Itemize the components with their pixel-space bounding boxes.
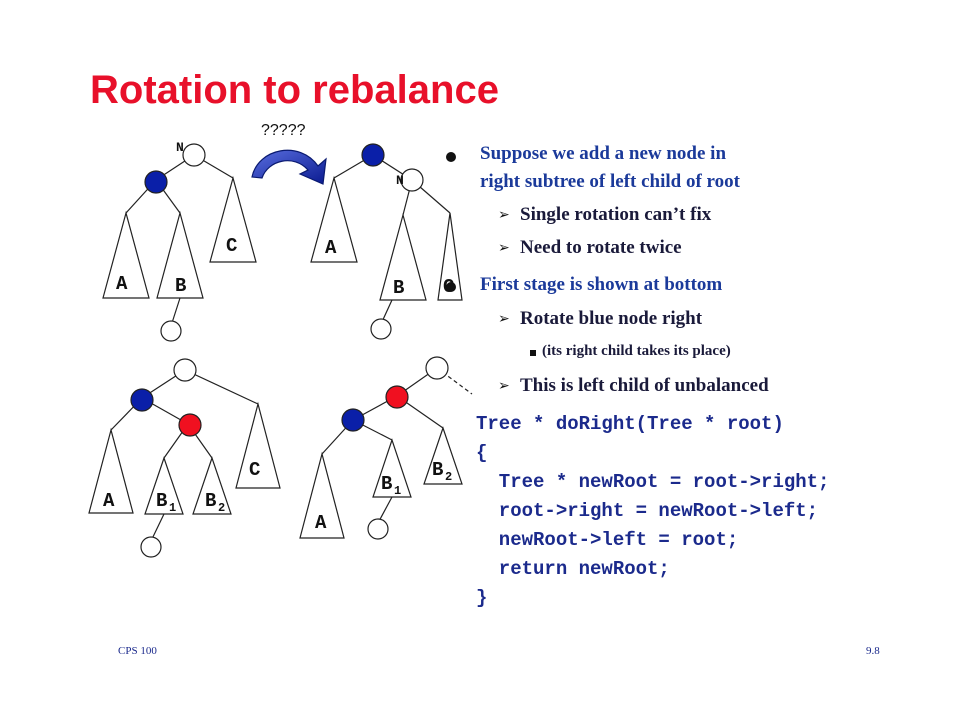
label-c: C [226,235,237,257]
root-node [400,168,424,192]
code-block: Tree * doRight(Tree * root) { Tree * new… [476,410,829,613]
code-line: { [476,442,488,464]
bullet-7: This is left child of unbalanced [520,375,769,396]
label-a: A [103,490,115,512]
subtree-a-triangle [102,210,150,299]
subtree-b2-triangle [192,456,232,515]
label-a: A [315,512,327,534]
code-line: } [476,587,488,609]
rotation-arrow [251,149,327,185]
tree-1-original [102,143,257,342]
root-node [173,358,197,382]
label-b1: B [381,473,392,495]
subtree-a-triangle [88,427,134,514]
footer-course: CPS 100 [118,645,157,657]
new-node [140,536,162,558]
label-b1: B [156,490,167,512]
root-node [182,143,206,167]
tree-2-single-rotation [310,143,463,340]
code-line: return newRoot; [476,558,670,580]
tree-4-first-stage [299,356,473,540]
bullet-3: Need to rotate twice [520,237,682,258]
bullet-4: First stage is shown at bottom [480,274,723,295]
red-node [178,413,202,437]
label-n: N [176,140,184,155]
label-b1-sub: 1 [394,484,401,498]
code-line: Tree * doRight(Tree * root) [476,413,784,435]
label-b: B [175,275,186,297]
bullet-dot [446,152,456,162]
bullet-dot [446,282,456,292]
slide-title: Rotation to rebalance [90,68,499,112]
blue-node [144,170,168,194]
subtree-c-triangle [209,175,257,263]
code-line: root->right = newRoot->left; [476,500,819,522]
new-node [367,518,389,540]
sub-bullet-arrow-icon: ➢ [498,311,510,327]
subtree-c-triangle [235,401,281,489]
label-b2: B [432,459,443,481]
bullet-2: Single rotation can’t fix [520,204,712,225]
red-node [385,385,409,409]
root-node [425,356,449,380]
label-b1-sub: 1 [169,501,176,515]
sub-bullet-arrow-icon: ➢ [498,240,510,256]
tree-3-expanded [88,358,281,558]
code-line: Tree * newRoot = root->right; [476,471,830,493]
label-a: A [325,237,337,259]
sub-sub-bullet-square [530,350,536,356]
sub-bullet-arrow-icon: ➢ [498,207,510,223]
blue-node [130,388,154,412]
edge [150,513,165,542]
subtree-a-triangle [299,451,345,539]
blue-node [361,143,385,167]
label-b: B [393,277,404,299]
label-a: A [116,273,128,295]
bullet-6: (its right child takes its place) [542,343,731,359]
question-marks: ????? [261,122,306,139]
new-node [370,318,392,340]
subtree-a-triangle [310,175,358,263]
subtree-b-triangle [379,212,427,301]
code-line: newRoot->left = root; [476,529,739,551]
bullet-1-line-2: right subtree of left child of root [480,171,740,192]
label-c: C [249,459,260,481]
sub-bullet-arrow-icon: ➢ [498,378,510,394]
bullet-5: Rotate blue node right [520,308,703,329]
subtree-b2-triangle [423,426,463,485]
label-b2: B [205,490,216,512]
label-n: N [396,173,404,188]
label-b2-sub: 2 [218,501,225,515]
footer-page-number: 9.8 [866,645,880,657]
bullet-1-line-1: Suppose we add a new node in [480,143,727,164]
edge [184,369,259,405]
blue-node [341,408,365,432]
label-b2-sub: 2 [445,470,452,484]
new-node [160,320,182,342]
subtree-c-triangle [437,212,463,301]
